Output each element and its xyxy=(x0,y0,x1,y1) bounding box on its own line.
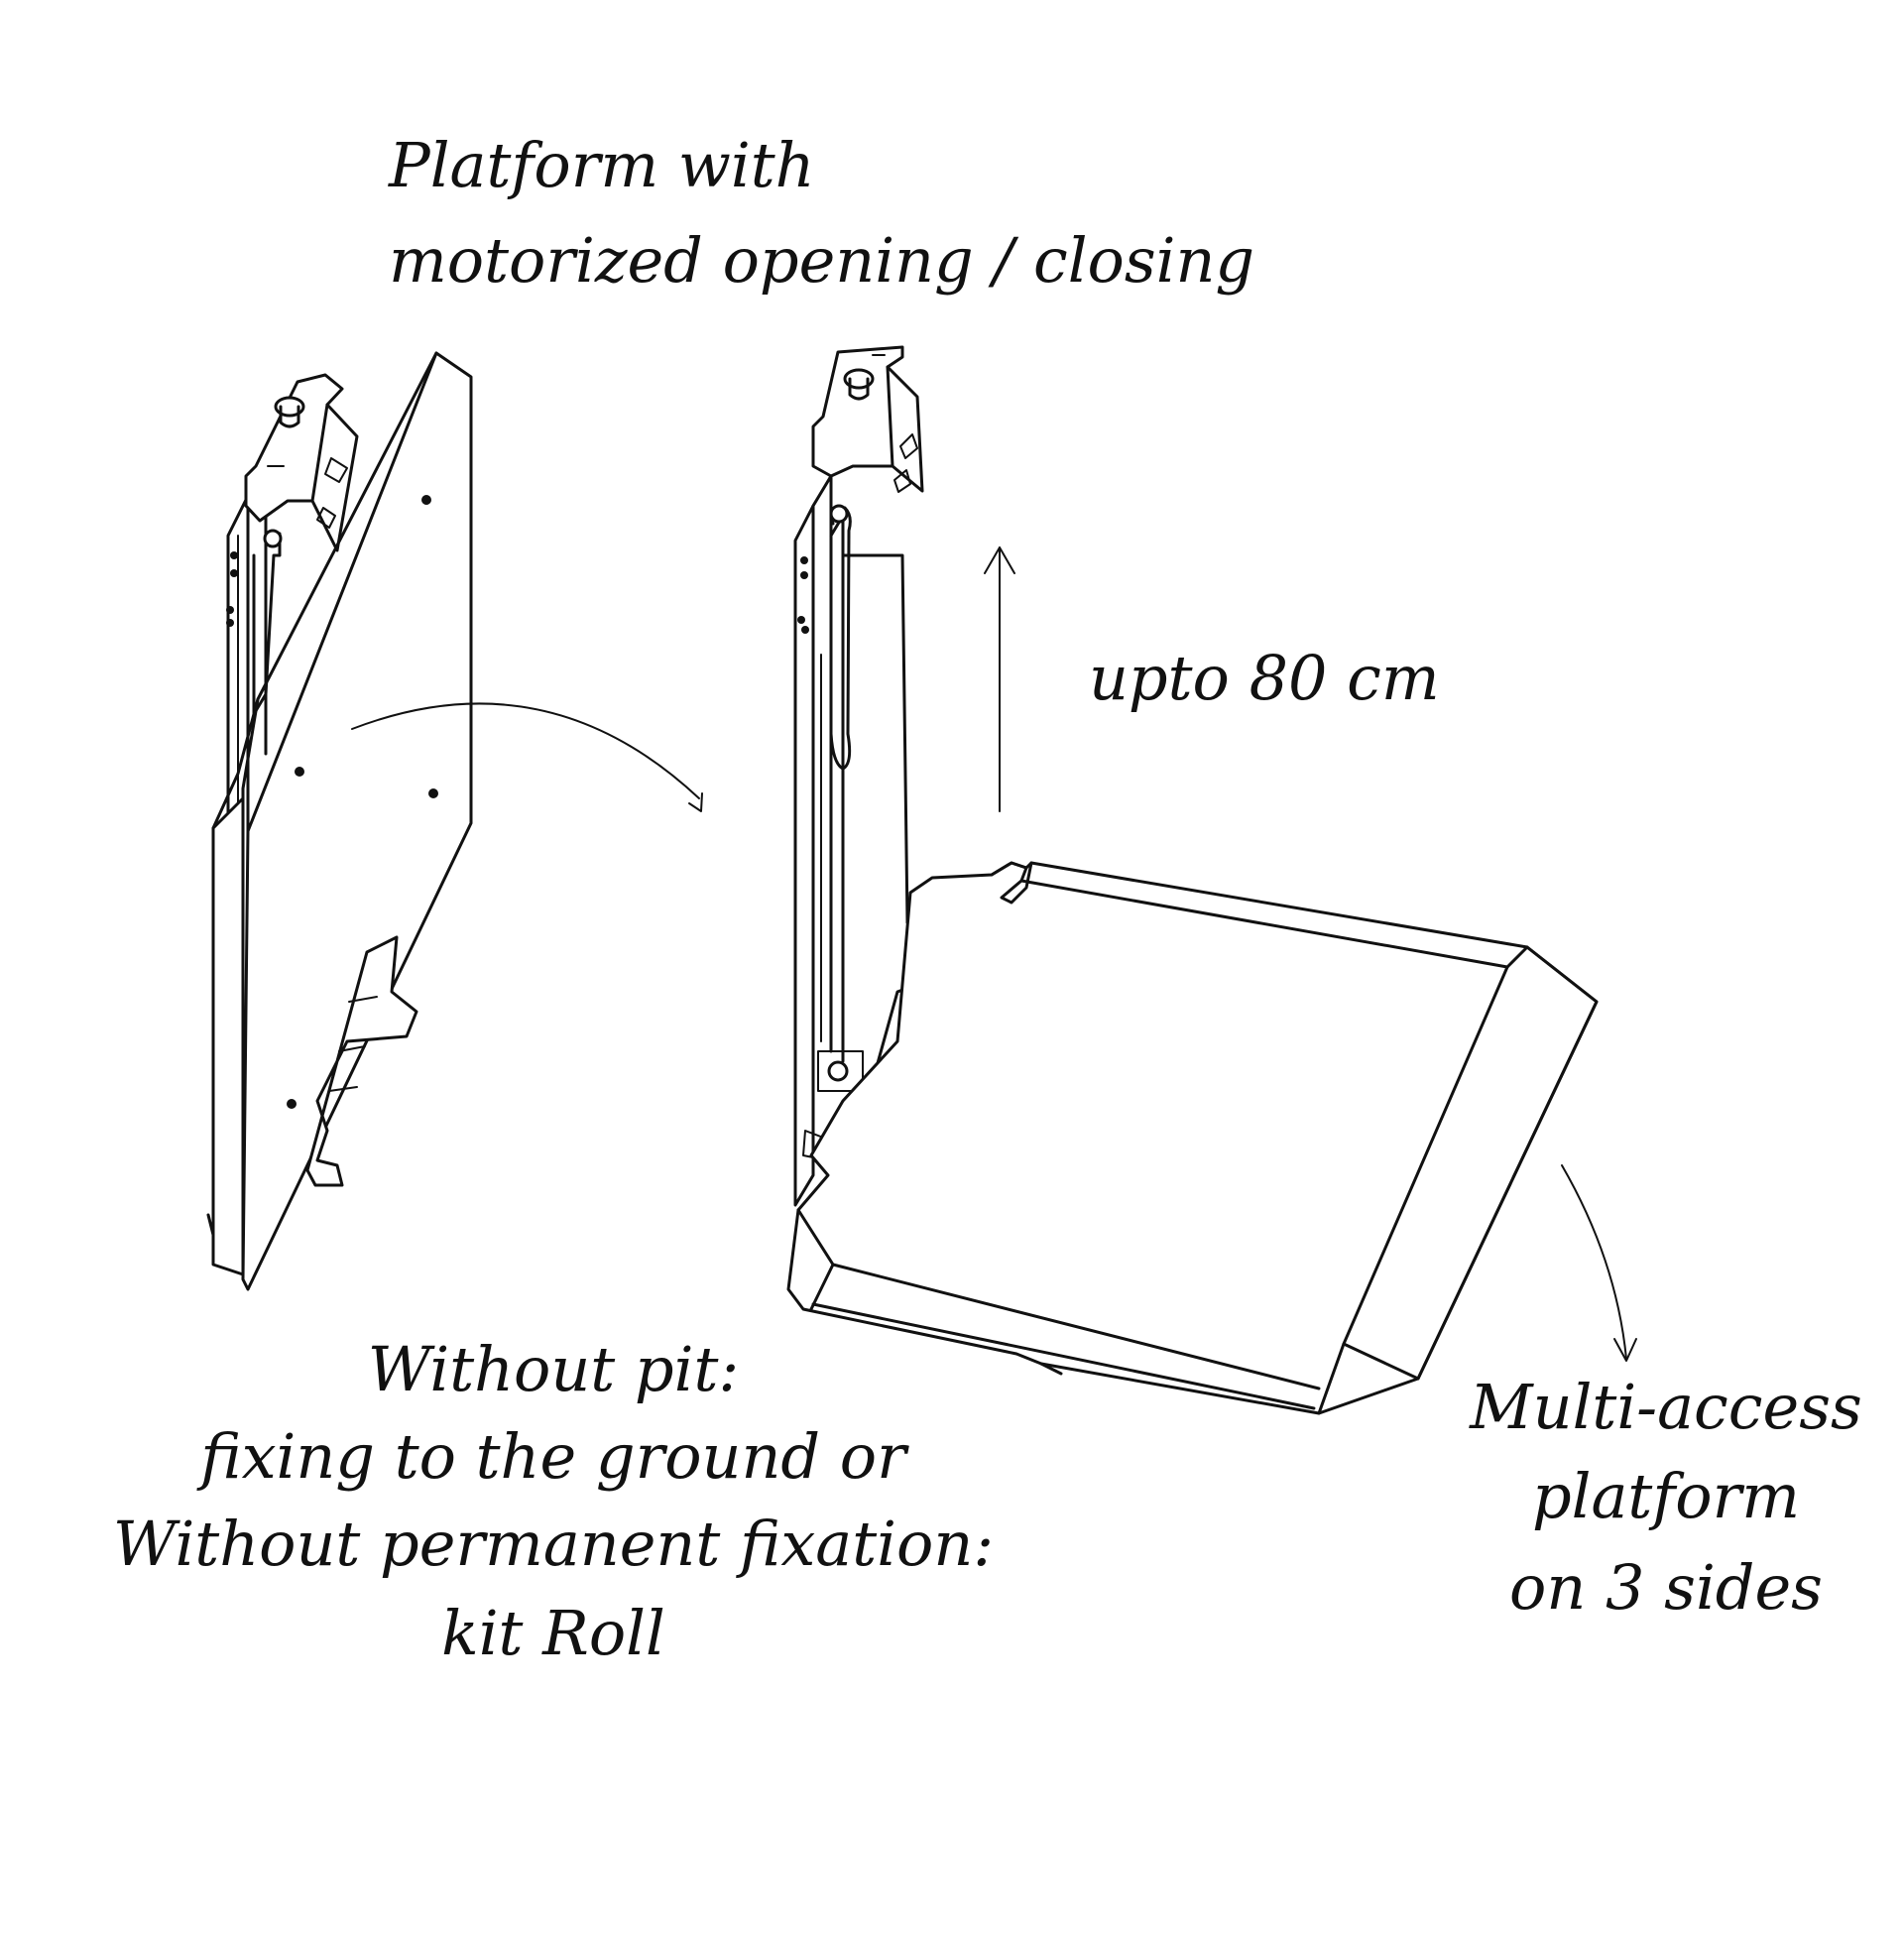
deployed-mast xyxy=(793,504,815,1207)
pit-line-4: kit Roll xyxy=(441,1597,665,1669)
folded-lift-illustration xyxy=(206,351,473,1291)
pit-line-1: Without pit: xyxy=(368,1333,740,1405)
pit-line-3: Without permanent fixation: xyxy=(113,1508,994,1580)
height-note-label: upto 80 cm xyxy=(1089,642,1440,714)
access-line-2: platform xyxy=(1532,1460,1800,1532)
title-line-1: Platform with xyxy=(388,129,815,201)
lift-height-arrow xyxy=(984,546,1015,812)
folded-ramp xyxy=(211,796,245,1276)
pit-installation-label: Without pit: fixing to the ground or Wit… xyxy=(113,1333,994,1669)
deployed-lift-illustration xyxy=(786,345,1599,1415)
access-line-3: on 3 sides xyxy=(1509,1551,1823,1624)
multi-access-label: Multi-access platform on 3 sides xyxy=(1469,1371,1862,1624)
folded-bottom-bracket xyxy=(305,935,418,1187)
title-line-2: motorized opening / closing xyxy=(389,224,1254,297)
access-line-1: Multi-access xyxy=(1469,1371,1862,1443)
deployed-platform-deck xyxy=(786,861,1599,1415)
pit-line-2: fixing to the ground or xyxy=(196,1420,909,1493)
fold-motion-arrow xyxy=(351,702,703,812)
multi-access-arrow xyxy=(1561,1164,1637,1362)
title-label: Platform with motorized opening / closin… xyxy=(388,129,1254,297)
deployed-handle xyxy=(829,506,852,771)
